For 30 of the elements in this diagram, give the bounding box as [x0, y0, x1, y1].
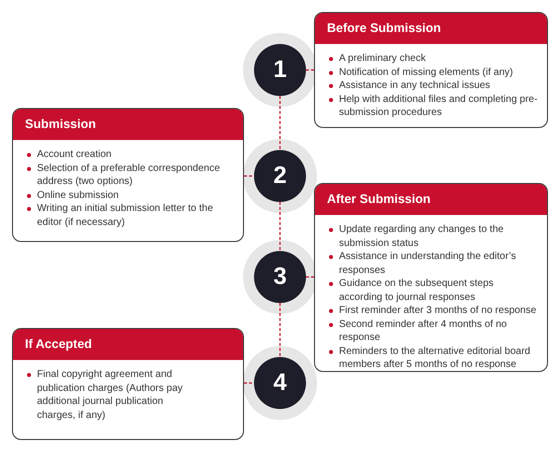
list-item: Second reminder after 4 months of no response	[339, 318, 508, 344]
card-heading: After Submission	[315, 184, 547, 215]
list-item: Notification of missing elements (if any)	[339, 66, 513, 79]
list-item: Online submission	[37, 188, 119, 202]
list-item: Update regarding any changes to the submission status	[339, 223, 505, 250]
dashed-connector	[279, 202, 281, 251]
card-heading: Before Submission	[315, 13, 547, 44]
card-heading: If Accepted	[13, 329, 243, 360]
list-item: Assistance in any technical issues	[339, 79, 490, 92]
dashed-connector	[279, 303, 281, 357]
step-card	[314, 183, 548, 372]
list-item: Help with additional files and completing pre-submission procedures	[339, 92, 538, 120]
list-item: Account creation	[37, 148, 112, 162]
dashed-connector	[306, 276, 314, 278]
dashed-connector	[279, 96, 281, 150]
list-item: Writing an initial submission letter to the editor (if necessary)	[37, 202, 214, 229]
list-item: Reminders to the alternative editorial board members after 5 months of no response	[339, 344, 532, 371]
dashed-connector	[244, 175, 254, 177]
list-item: Final copyright agreement and publication charges (Authors pay additional journal publication charges, if any)	[37, 368, 184, 422]
dashed-connector	[306, 69, 314, 71]
list-item: A preliminary check	[339, 52, 426, 66]
list-item: Selection of a preferable correspondence address (two options)	[37, 162, 221, 188]
list-item: Guidance on the subsequent steps according to journal responses	[339, 277, 495, 304]
step-card	[12, 108, 244, 242]
dashed-connector	[244, 382, 254, 384]
step-card	[314, 12, 548, 128]
step-card	[12, 328, 244, 440]
card-heading: Submission	[13, 109, 243, 140]
list-item: First reminder after 3 months of no response	[339, 304, 536, 318]
list-item: Assistance in understanding the editor’s responses	[339, 250, 517, 277]
